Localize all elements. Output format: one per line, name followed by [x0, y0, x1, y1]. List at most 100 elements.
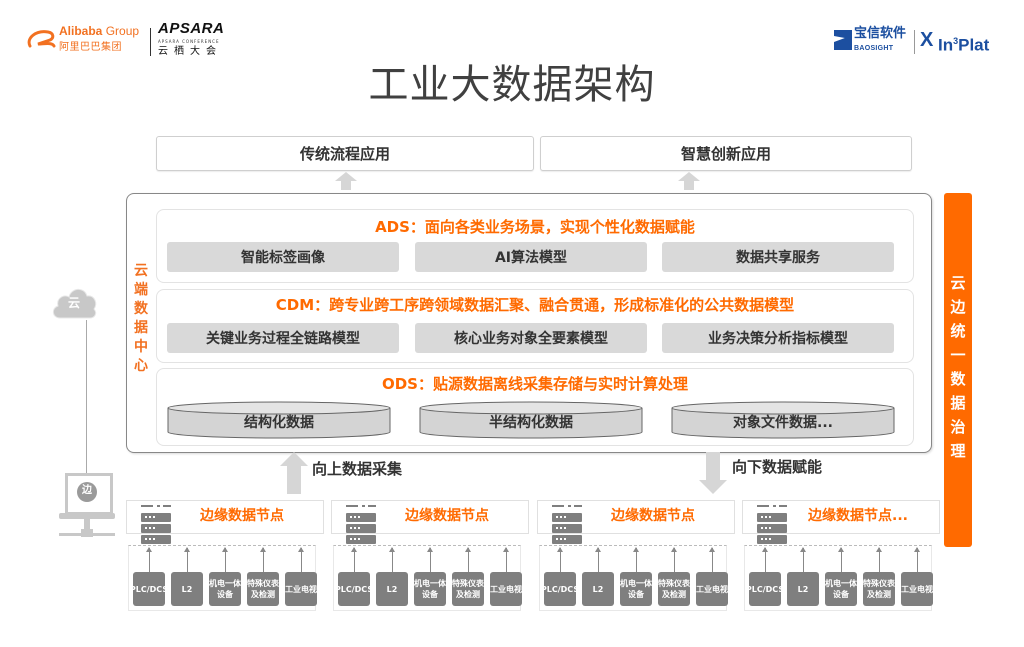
governance-bar: 云边统一数据治理 [944, 193, 972, 547]
device-box: 工业电视 [490, 572, 522, 606]
alibaba-mark-icon [27, 30, 56, 48]
edge-node-title: 边缘数据节点... [808, 508, 908, 524]
ods-item: 半结构化数据 [489, 415, 573, 431]
up-arrow-icon [838, 547, 844, 572]
device-group: PLC/DCSL2机电一体设备特殊仪表及检测工业电视 [333, 545, 522, 611]
server-icon [141, 505, 171, 545]
ads-title: ADS：面向各类业务场景，实现个性化数据赋能 [375, 218, 695, 236]
ads-item: 数据共享服务 [662, 242, 894, 272]
apsara-text: APSARA [158, 20, 225, 37]
baosight-en: BAOSIGHT [854, 45, 894, 52]
ods-cylinder: 对象文件数据... [671, 401, 895, 439]
ads-item: AI算法模型 [415, 242, 647, 272]
cdm-item: 业务决策分析指标模型 [662, 323, 894, 353]
app-box-traditional: 传统流程应用 [156, 136, 534, 171]
device-box: L2 [582, 572, 614, 606]
database-icon [671, 401, 895, 439]
edge-device-icon: 边 [59, 473, 119, 543]
cdm-item: 关键业务过程全链路模型 [167, 323, 399, 353]
database-icon [167, 401, 391, 439]
edge-icon-label: 边 [82, 485, 92, 496]
inplat-logo: X In3Plat [920, 27, 1010, 55]
ods-item: 对象文件数据... [733, 415, 833, 431]
upward-collection-label: 向上数据采集 [312, 460, 403, 478]
up-arrow-icon [146, 547, 152, 572]
up-arrow-icon [351, 547, 357, 572]
apsara-sub: APSARA CONFERENCE [158, 39, 220, 44]
ads-layer: ADS：面向各类业务场景，实现个性化数据赋能 智能标签画像 AI算法模型 数据共… [156, 209, 914, 283]
alibaba-group-text: Group [105, 24, 140, 38]
inplat-x-icon: X [920, 29, 934, 51]
database-icon [419, 401, 643, 439]
cdm-item: 核心业务对象全要素模型 [415, 323, 647, 353]
device-box: PLC/DCS [544, 572, 576, 606]
edge-node: 边缘数据节点 [126, 500, 324, 544]
edge-node: 边缘数据节点 [537, 500, 735, 544]
cloud-data-center-label: 云端数据中心 [134, 263, 148, 374]
alibaba-group-logo: Alibaba Group 阿里巴巴集团 [26, 24, 148, 60]
server-icon [346, 505, 376, 545]
apsara-cn: 云栖大会 [158, 46, 222, 57]
edge-node-title: 边缘数据节点 [405, 508, 489, 524]
downward-enablement-label: 向下数据赋能 [732, 458, 823, 476]
up-arrow-icon [465, 547, 471, 572]
server-icon [552, 505, 582, 545]
apsara-logo: APSARA APSARA CONFERENCE 云栖大会 [158, 20, 244, 62]
up-arrow-icon [876, 547, 882, 572]
up-arrow-icon [222, 547, 228, 572]
cdm-title: CDM：跨专业跨工序跨领域数据汇聚、融合贯通，形成标准化的公共数据模型 [275, 296, 795, 314]
ods-layer: ODS：贴源数据离线采集存储与实时计算处理 结构化数据 半结构化数据 对象文件数… [156, 368, 914, 446]
app-box-innovation: 智慧创新应用 [540, 136, 912, 171]
logo-divider-right [914, 30, 915, 54]
alibaba-cn: 阿里巴巴集团 [59, 42, 122, 53]
up-arrow-icon [709, 547, 715, 572]
device-box: 特殊仪表及检测 [863, 572, 895, 606]
device-group: PLC/DCSL2机电一体设备特殊仪表及检测工业电视 [539, 545, 728, 611]
device-box: 机电一体设备 [209, 572, 241, 606]
up-arrow-icon [427, 547, 433, 572]
device-box: 特殊仪表及检测 [658, 572, 690, 606]
up-arrow-icon [184, 547, 190, 572]
up-arrow-icon [298, 547, 304, 572]
up-arrow-icon [503, 547, 509, 572]
baosight-mark-icon [834, 30, 852, 50]
ods-item: 结构化数据 [244, 415, 314, 431]
device-box: 机电一体设备 [414, 572, 446, 606]
up-arrow-icon [633, 547, 639, 572]
alibaba-en: Alibaba [59, 24, 103, 38]
device-box: 特殊仪表及检测 [247, 572, 279, 606]
device-box: 机电一体设备 [825, 572, 857, 606]
up-arrow-icon [557, 547, 563, 572]
inplat-in: In [938, 35, 954, 55]
up-arrow-icon [595, 547, 601, 572]
inplat-tail: Plat [958, 35, 990, 55]
up-arrow-icon [671, 547, 677, 572]
up-arrow-icon [762, 547, 768, 572]
upload-arrow-icon [280, 452, 308, 494]
ads-item: 智能标签画像 [167, 242, 399, 272]
device-box: L2 [787, 572, 819, 606]
up-arrow-icon [389, 547, 395, 572]
ods-cylinder: 半结构化数据 [419, 401, 643, 439]
server-icon [757, 505, 787, 545]
up-arrow-icon [800, 547, 806, 572]
page-title: 工业大数据架构 [368, 62, 656, 108]
device-box: PLC/DCS [338, 572, 370, 606]
cloud-icon-label: 云 [67, 296, 80, 310]
device-box: L2 [171, 572, 203, 606]
edge-node: 边缘数据节点 [331, 500, 529, 544]
edge-node-title: 边缘数据节点 [200, 508, 284, 524]
device-box: 工业电视 [696, 572, 728, 606]
ods-cylinder: 结构化数据 [167, 401, 391, 439]
up-arrow-icon [260, 547, 266, 572]
edge-node: 边缘数据节点... [742, 500, 940, 544]
device-group: PLC/DCSL2机电一体设备特殊仪表及检测工业电视 [128, 545, 317, 611]
device-box: 工业电视 [901, 572, 933, 606]
device-box: L2 [376, 572, 408, 606]
device-box: 工业电视 [285, 572, 317, 606]
device-group: PLC/DCSL2机电一体设备特殊仪表及检测工业电视 [744, 545, 933, 611]
device-box: PLC/DCS [133, 572, 165, 606]
cloud-icon: 云 [50, 282, 98, 320]
edge-node-title: 边缘数据节点 [611, 508, 695, 524]
logo-divider [150, 28, 151, 56]
